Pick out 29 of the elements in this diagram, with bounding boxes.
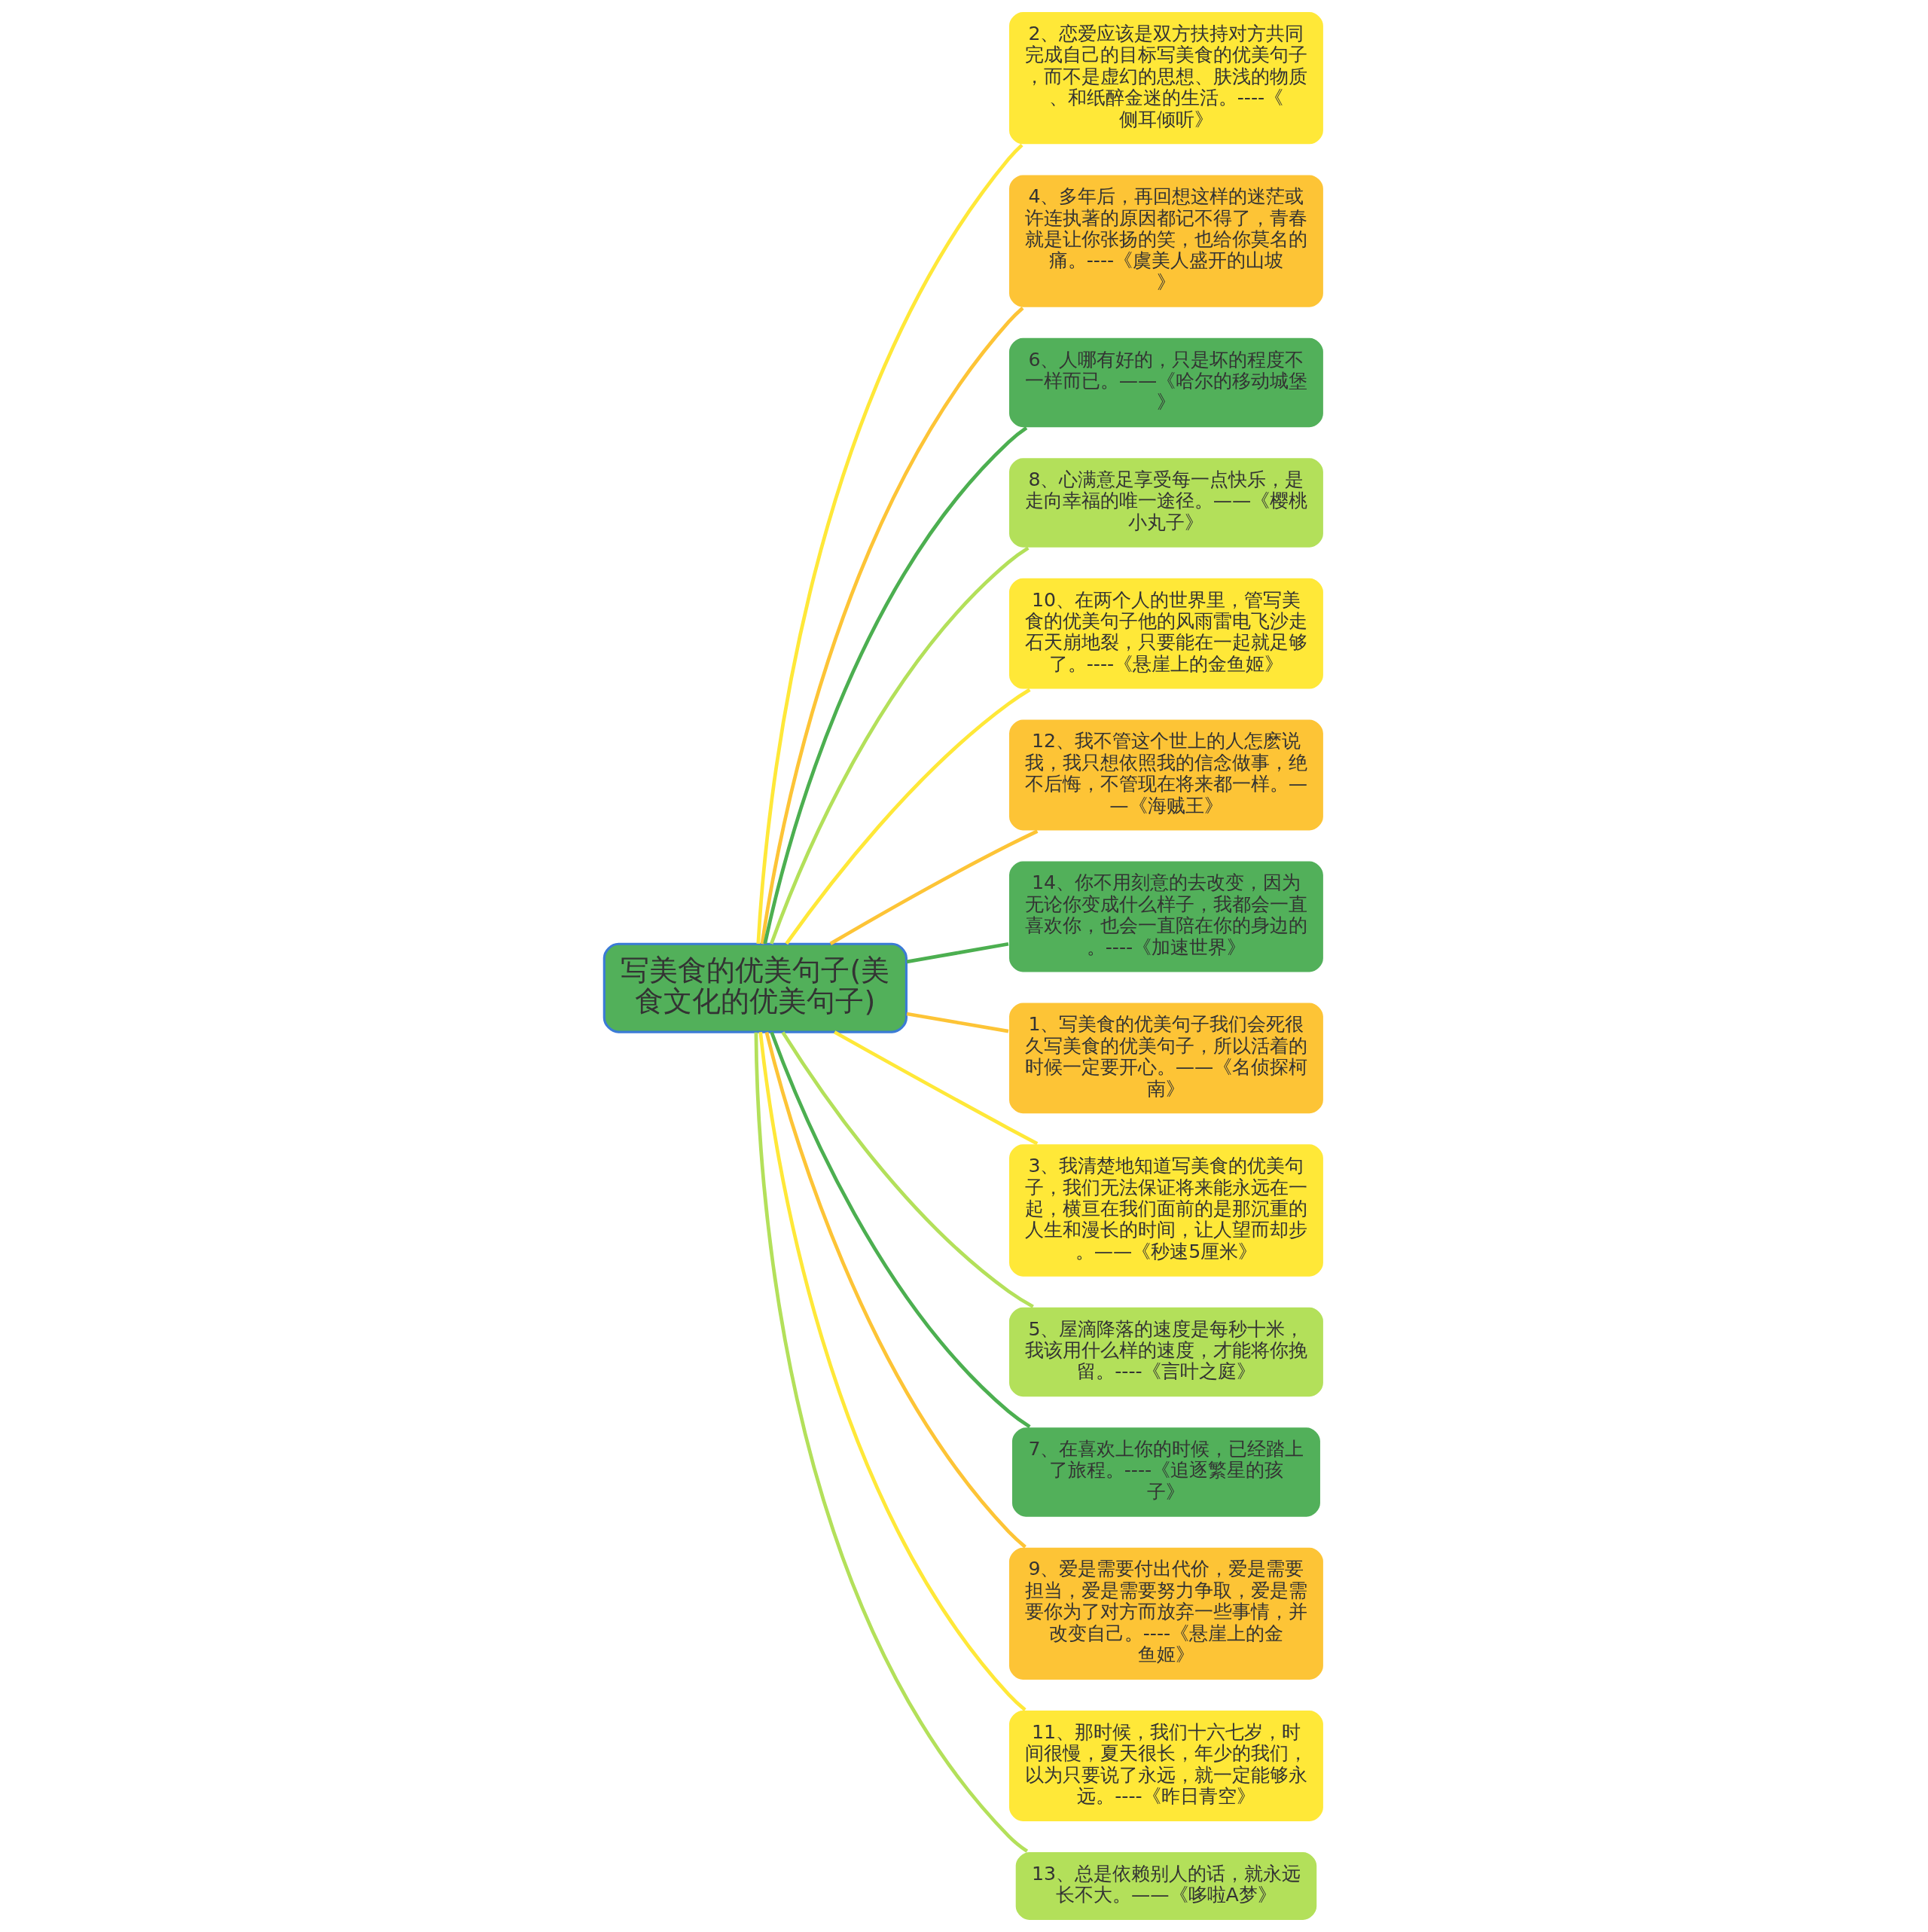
connector — [906, 1012, 1009, 1033]
connector — [829, 829, 1039, 945]
connector — [770, 1031, 1031, 1429]
node-box: 8、心满意足享受每一点快乐，是走向幸福的唯一途径。——《樱桃小丸子》 — [1008, 456, 1325, 549]
node-box: 7、在喜欢上你的时候，已经踏上了旅程。----《追逐繁星的孩子》 — [1011, 1426, 1322, 1518]
node-box: 14、你不用刻意的去改变，因为无论你变成什么样子，我都会一直喜欢你，也会一直陪在你的身边的。----《加速世界》 — [1008, 859, 1325, 973]
node-box: 1、写美食的优美句子我们会死很久写美食的优美句子，所以活着的时候一定要开心。——《名侦探柯南》 — [1008, 1001, 1325, 1115]
connector — [906, 942, 1009, 964]
node-box: 10、在两个人的世界里，管写美食的优美句子他的风雨雷电飞沙走石天崩地裂，只要能在一起就足够了。----《悬崖上的金鱼姬》 — [1008, 577, 1325, 691]
connector — [756, 143, 1023, 945]
connector — [760, 307, 1024, 945]
connector — [754, 1032, 1029, 1853]
connector — [763, 426, 1028, 945]
node-box: 2、恋爱应该是双方扶持对方共同完成自己的目标写美食的优美句子，而不是虚幻的思想、肤浅的物质、和纸醉金迷的生活。----《侧耳倾听》 — [1008, 11, 1325, 145]
connector — [785, 688, 1031, 945]
connector — [833, 1030, 1039, 1146]
connector — [764, 1031, 1027, 1549]
connector — [781, 1031, 1034, 1308]
node-box: 4、多年后，再回想这样的迷茫或许连执著的原因都记不得了，青春就是让你张扬的笑，也给你莫名的痛。----《虞美人盛开的山坡》 — [1008, 173, 1325, 309]
node-box: 12、我不管这个世上的人怎麽说我，我只想依照我的信念做事，绝不后悔，不管现在将来都一样。——《海贼王》 — [1008, 719, 1325, 832]
node-box: 13、总是依赖别人的话，就永远长不大。——《哆啦A梦》 — [1014, 1851, 1318, 1921]
node-box: 6、人哪有好的，只是坏的程度不一样而已。——《哈尔的移动城堡》 — [1008, 337, 1325, 429]
connector — [758, 1032, 1027, 1711]
node-box: 9、爱是需要付出代价，爱是需要担当，爱是需要努力争取，爱是需要你为了对方而放弃一些事情，并改变自己。----《悬崖上的金鱼姬》 — [1008, 1546, 1325, 1681]
node-box: 11、那时候，我们十六七岁，时间很慢，夏天很长，年少的我们，以为只要说了永远，就一定能够永远。----《昨日青空》 — [1008, 1709, 1325, 1823]
node-box: 5、屋滴降落的速度是每秒十米，我该用什么样的速度，才能将你挽留。----《言叶之庭》 — [1008, 1306, 1325, 1398]
node-box: 写美食的优美句子(美食文化的优美句子) — [602, 942, 908, 1033]
node-box: 3、我清楚地知道写美食的优美句子，我们无法保证将来能永远在一起，横亘在我们面前的是那沉重的人生和漫长的时间，让人望而却步。——《秒速5厘米》 — [1008, 1143, 1325, 1278]
connector — [770, 546, 1030, 945]
